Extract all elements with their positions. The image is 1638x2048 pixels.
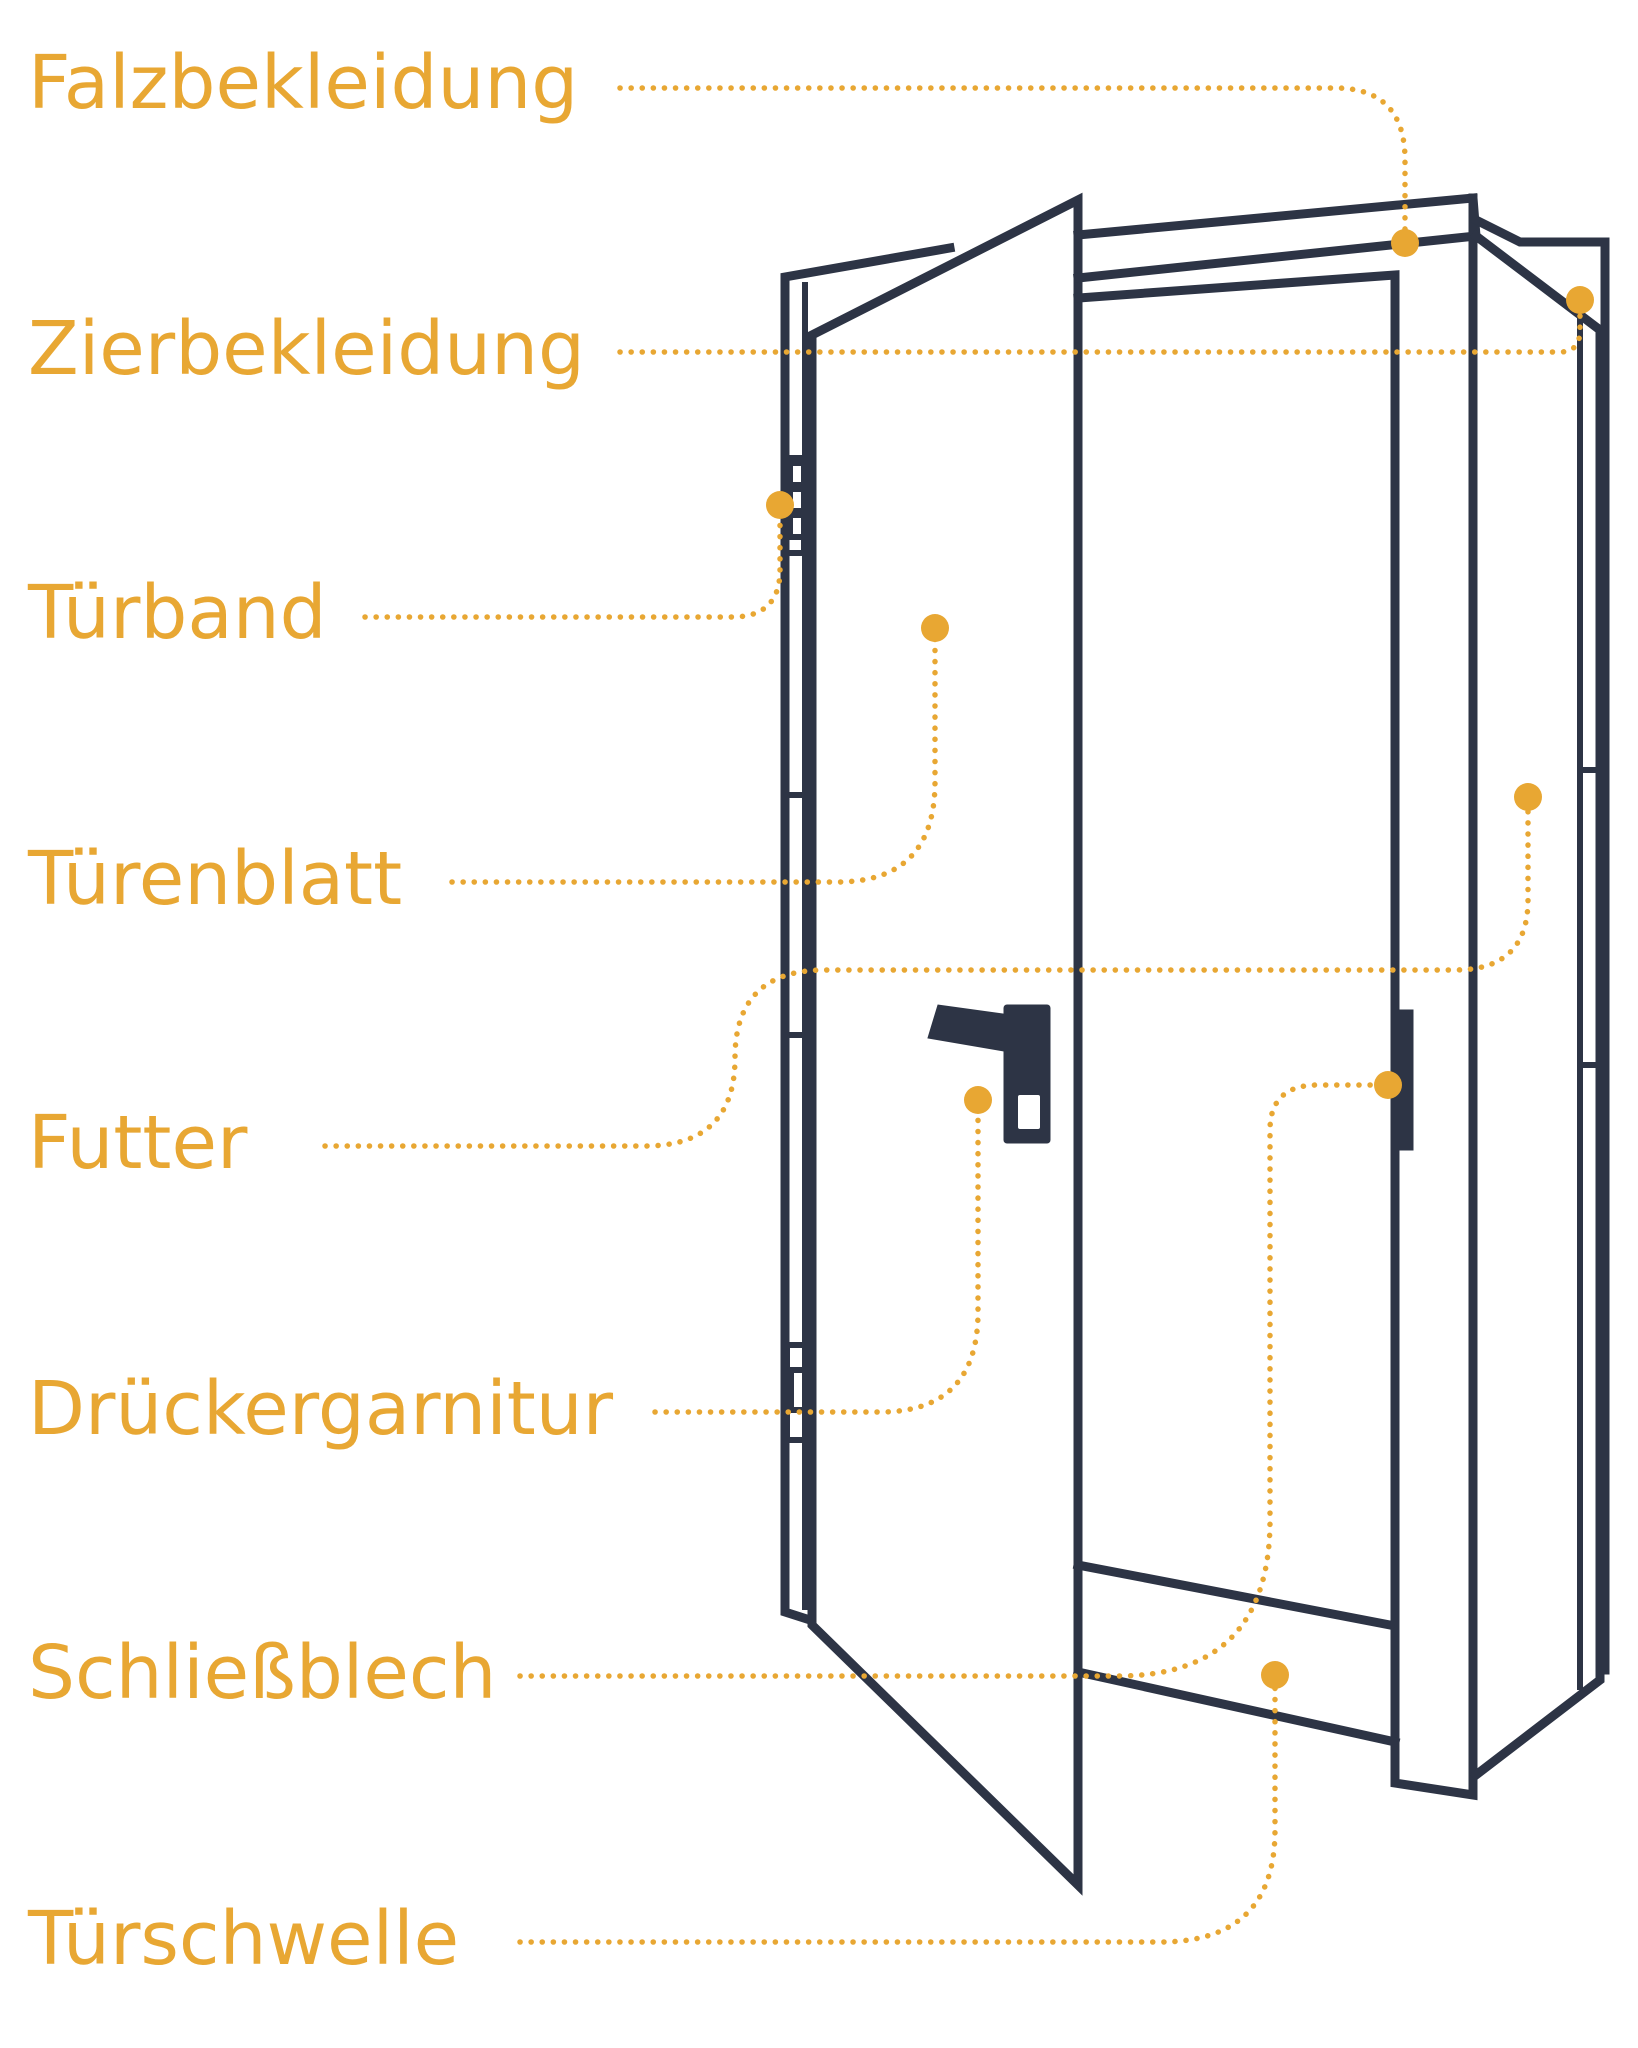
hinge-bottom: [784, 1342, 808, 1443]
leader-tuerenblatt: [449, 625, 938, 885]
label-tuerenblatt: Türenblatt: [28, 836, 403, 922]
label-tuerband: Türband: [28, 570, 327, 656]
label-futter: Futter: [28, 1100, 248, 1186]
dot-zierbekleidung: [1566, 286, 1594, 314]
marker-dots: [766, 229, 1594, 1689]
dot-falzbekleidung: [1391, 229, 1419, 257]
frame-left-post: [780, 242, 956, 1626]
frame-right-post: [1073, 193, 1478, 1801]
dot-schliessblech: [1374, 1071, 1402, 1099]
leader-lines: [322, 85, 1583, 1945]
frame-right-depth: [1469, 229, 1605, 1782]
dot-tuerband: [766, 491, 794, 519]
label-falzbekleidung: Falzbekleidung: [28, 40, 579, 126]
frame-right-break: [1580, 767, 1600, 1068]
label-zierbekleidung: Zierbekleidung: [28, 306, 585, 392]
dot-tuerschwelle: [1261, 1661, 1289, 1689]
strike-plate: [1398, 1009, 1414, 1151]
dot-tuerenblatt: [921, 614, 949, 642]
leader-tuerschwelle: [517, 1672, 1278, 1945]
frame-left-break-1: [785, 792, 805, 1038]
dot-drueckergarnitur: [964, 1086, 992, 1114]
frame-right-depth-edge: [1469, 213, 1610, 1675]
label-drueckergarnitur: Drückergarnitur: [28, 1366, 614, 1452]
leader-zierbekleidung: [617, 297, 1583, 355]
dot-futter: [1514, 783, 1542, 811]
door-handle: [927, 1004, 1051, 1144]
door-illustration: [780, 192, 1610, 1896]
leader-tuerband: [362, 502, 783, 620]
leader-futter: [322, 794, 1531, 1149]
leader-falzbekleidung: [617, 85, 1408, 246]
label-schliessblech: Schließblech: [28, 1630, 497, 1716]
label-tuerschwelle: Türschwelle: [28, 1896, 460, 1982]
leader-schliessblech: [517, 1082, 1391, 1679]
door-leaf: [807, 192, 1083, 1896]
threshold: [1072, 1559, 1401, 1748]
